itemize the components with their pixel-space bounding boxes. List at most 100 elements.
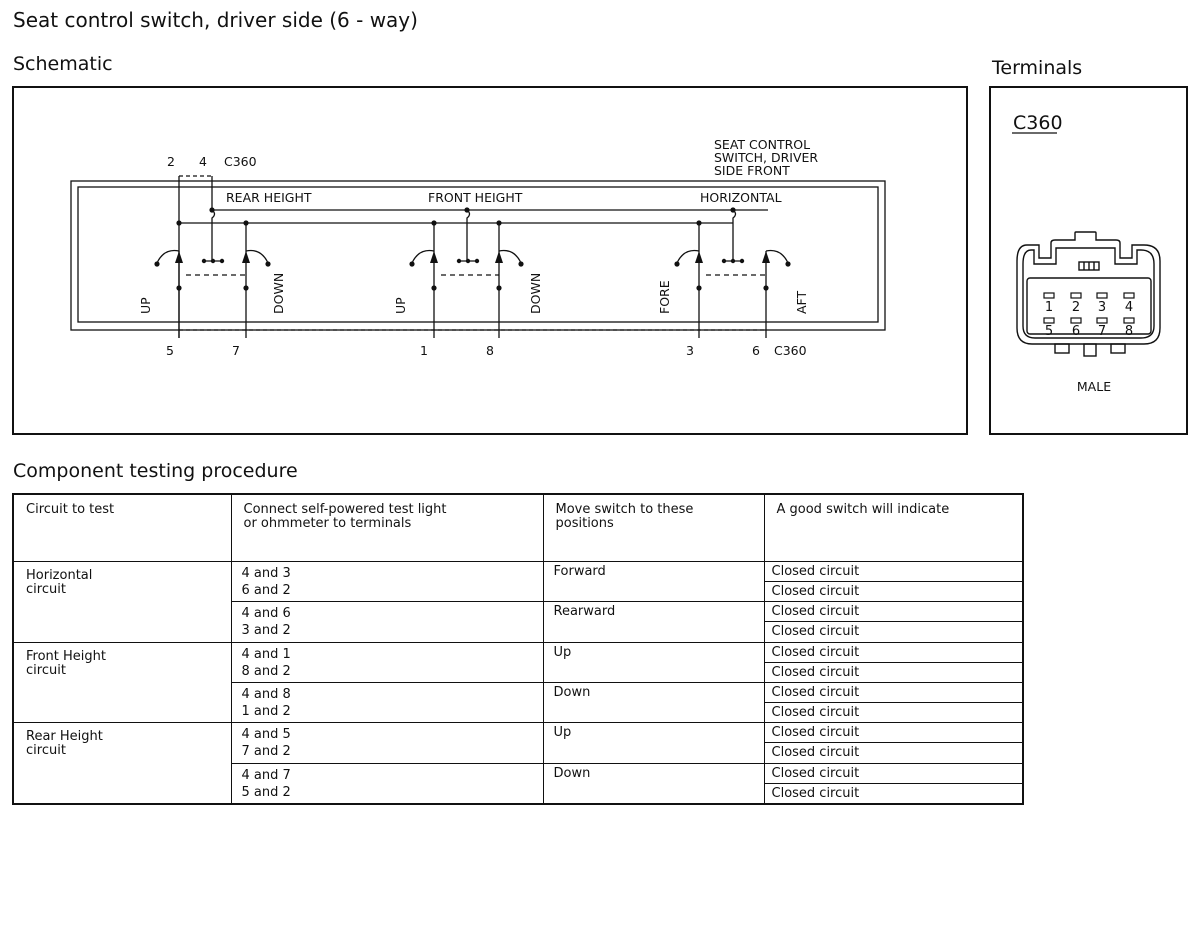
- top-pin-4: 4: [199, 154, 207, 169]
- fh-down-arrow: [495, 251, 503, 263]
- top-connector-label: C360: [224, 154, 257, 169]
- table-row: Closed circuit: [13, 581, 1024, 603]
- terminal-pair: 8 and 2: [241, 663, 291, 679]
- circuit-cell-front-height: Front Height circuit: [12, 641, 232, 724]
- pos-label-fh-down: DOWN: [528, 273, 543, 314]
- table-row: Horizontal circuit 4 and 3 6 and 2 Forwa…: [12, 560, 1024, 643]
- terminals-panel: C360: [989, 86, 1188, 435]
- pos-label-hz-fore: FORE: [657, 280, 672, 314]
- header-circuit: Circuit to test: [12, 493, 232, 562]
- rh-down-contact: [245, 249, 269, 264]
- table-header-row: Circuit to test Connect self-powered tes…: [12, 493, 1024, 562]
- circuit-cell-rear-height: Rear Height circuit: [12, 722, 232, 805]
- table-row: Closed circuit: [13, 742, 1024, 764]
- table-row: 4 and 7 5 and 2 Down Closed circuit: [13, 762, 1024, 805]
- hz-aft-contact: [765, 249, 789, 264]
- result-cell: Closed circuit: [763, 661, 1024, 683]
- pos-label-rh-up: UP: [138, 297, 153, 314]
- terminal-pin-1: 1: [1045, 300, 1053, 315]
- bottom-connector-label: C360: [774, 343, 807, 358]
- position-cell: Forward: [542, 560, 765, 603]
- hz-fore-contact: [676, 249, 700, 264]
- table-row: Closed circuit: [13, 621, 1024, 643]
- header-positions: Move switch to these positions: [542, 493, 765, 562]
- terminals-cell: 4 and 6 3 and 2: [230, 601, 544, 643]
- terminal-pair: 4 and 7: [241, 767, 291, 783]
- terminal-pin-4: 4: [1125, 300, 1133, 315]
- circuit-name: Rear Height: [26, 729, 103, 745]
- bottom-pin-3: 3: [686, 343, 694, 358]
- switch-label-line-3: SIDE FRONT: [714, 163, 790, 178]
- terminal-pair: 7 and 2: [241, 744, 291, 760]
- terminals-cell: 4 and 3 6 and 2: [230, 560, 544, 603]
- terminals-cell: 4 and 1 8 and 2: [230, 641, 544, 683]
- fh-common-jumper: [466, 209, 471, 261]
- result-cell: Closed circuit: [763, 742, 1024, 764]
- bottom-pin-5: 5: [166, 343, 174, 358]
- section-label-rear-height: REAR HEIGHT: [226, 190, 312, 205]
- rh-common-jumper: [211, 209, 216, 261]
- page-title: Seat control switch, driver side (6 - wa…: [13, 8, 418, 32]
- top-pin-2: 2: [167, 154, 175, 169]
- terminal-pin-7: 7: [1098, 324, 1106, 339]
- header-terminals: Connect self-powered test light or ohmme…: [230, 493, 544, 562]
- terminal-pin-3: 3: [1098, 300, 1106, 315]
- result-cell: Closed circuit: [763, 702, 1024, 724]
- position-cell: Down: [542, 762, 765, 805]
- schematic-diagram: SEAT CONTROL SWITCH, DRIVER SIDE FRONT 2…: [70, 137, 886, 358]
- result-cell: Closed circuit: [763, 722, 1024, 744]
- result-cell: Closed circuit: [763, 782, 1024, 805]
- terminal-pin-2: 2: [1072, 300, 1080, 315]
- procedure-table: Circuit to test Connect self-powered tes…: [12, 493, 1024, 805]
- position-cell: Rearward: [542, 601, 765, 643]
- position-cell: Down: [542, 681, 765, 724]
- hz-common-jumper: [732, 209, 737, 261]
- fh-up-arrow: [430, 251, 438, 263]
- header-positions-line-2: positions: [555, 516, 614, 531]
- terminals-cell: 4 and 8 1 and 2: [230, 681, 544, 724]
- terminals-cell: 4 and 5 7 and 2: [230, 722, 544, 764]
- procedure-heading: Component testing procedure: [13, 460, 298, 482]
- fh-up-contact: [411, 249, 435, 264]
- pos-label-hz-aft: AFT: [794, 290, 809, 314]
- position-cell: Up: [542, 641, 765, 683]
- terminal-pin-5: 5: [1045, 324, 1053, 339]
- header-terminals-line-1: Connect self-powered test light: [243, 502, 447, 517]
- terminal-pair: 5 and 2: [241, 784, 291, 800]
- terminal-pair: 4 and 8: [241, 686, 291, 702]
- table-row: Closed circuit: [13, 661, 1024, 683]
- switch-body-outer: [70, 180, 886, 331]
- header-terminals-line-2: or ohmmeter to terminals: [243, 516, 412, 531]
- result-cell: Closed circuit: [763, 560, 1024, 583]
- hz-fore-arrow: [695, 251, 703, 263]
- switch-label-line-2: SWITCH, DRIVER: [714, 150, 818, 165]
- rh-down-arrow: [242, 251, 250, 263]
- table-row: Rear Height circuit 4 and 5 7 and 2 Up C…: [12, 722, 1024, 805]
- terminal-connector-label: C360: [1013, 112, 1063, 134]
- circuit-suffix: circuit: [26, 743, 66, 759]
- terminal-pin-8: 8: [1125, 324, 1133, 339]
- result-cell: Closed circuit: [763, 641, 1024, 663]
- terminal-pair: 4 and 1: [241, 646, 291, 662]
- terminal-pin-6: 6: [1072, 324, 1080, 339]
- circuit-cell-horizontal: Horizontal circuit: [12, 561, 232, 643]
- connector-face-diagram: C360: [1012, 112, 1161, 394]
- rh-up-arrow: [175, 251, 183, 263]
- circuit-name: Front Height: [26, 648, 106, 664]
- terminal-pair: 4 and 3: [241, 566, 291, 581]
- result-cell: Closed circuit: [763, 581, 1024, 603]
- terminal-pair: 1 and 2: [241, 703, 291, 719]
- circuit-suffix: circuit: [26, 582, 66, 597]
- table-row: Closed circuit: [13, 782, 1024, 805]
- bottom-pin-8: 8: [486, 343, 494, 358]
- result-cell: Closed circuit: [763, 681, 1024, 704]
- rh-up-contact: [156, 249, 180, 264]
- bottom-pin-1: 1: [420, 343, 428, 358]
- terminal-pair: 4 and 6: [241, 606, 291, 622]
- result-cell: Closed circuit: [763, 762, 1024, 784]
- schematic-panel: SEAT CONTROL SWITCH, DRIVER SIDE FRONT 2…: [12, 86, 968, 435]
- table-row: Closed circuit: [13, 702, 1024, 724]
- header-result: A good switch will indicate: [763, 493, 1024, 562]
- section-label-horizontal: HORIZONTAL: [700, 190, 782, 205]
- section-label-front-height: FRONT HEIGHT: [428, 190, 523, 205]
